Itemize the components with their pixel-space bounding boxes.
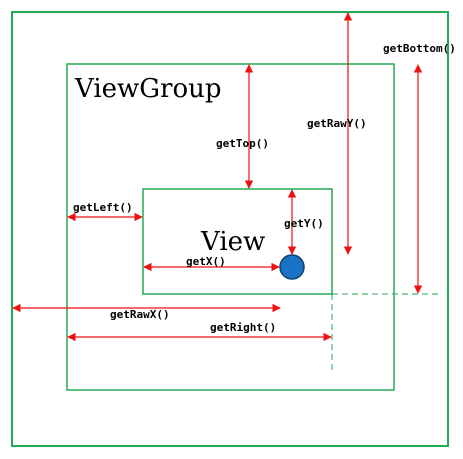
touch-point: [279, 254, 305, 280]
viewgroup-title: ViewGroup: [74, 74, 222, 104]
screen-box: [11, 11, 449, 447]
get-top-label: getTop(): [216, 137, 269, 150]
get-raw-x-label: getRawX(): [110, 308, 170, 321]
get-x-label: getX(): [186, 255, 226, 268]
get-left-label: getLeft(): [73, 201, 133, 214]
viewgroup-box: [66, 63, 395, 391]
get-raw-y-label: getRawY(): [307, 117, 367, 130]
get-bottom-label: getBottom(): [383, 42, 456, 55]
view-title: View: [200, 227, 265, 257]
get-right-label: getRight(): [210, 321, 276, 334]
get-y-label: getY(): [284, 217, 324, 230]
view-box: [142, 188, 333, 295]
